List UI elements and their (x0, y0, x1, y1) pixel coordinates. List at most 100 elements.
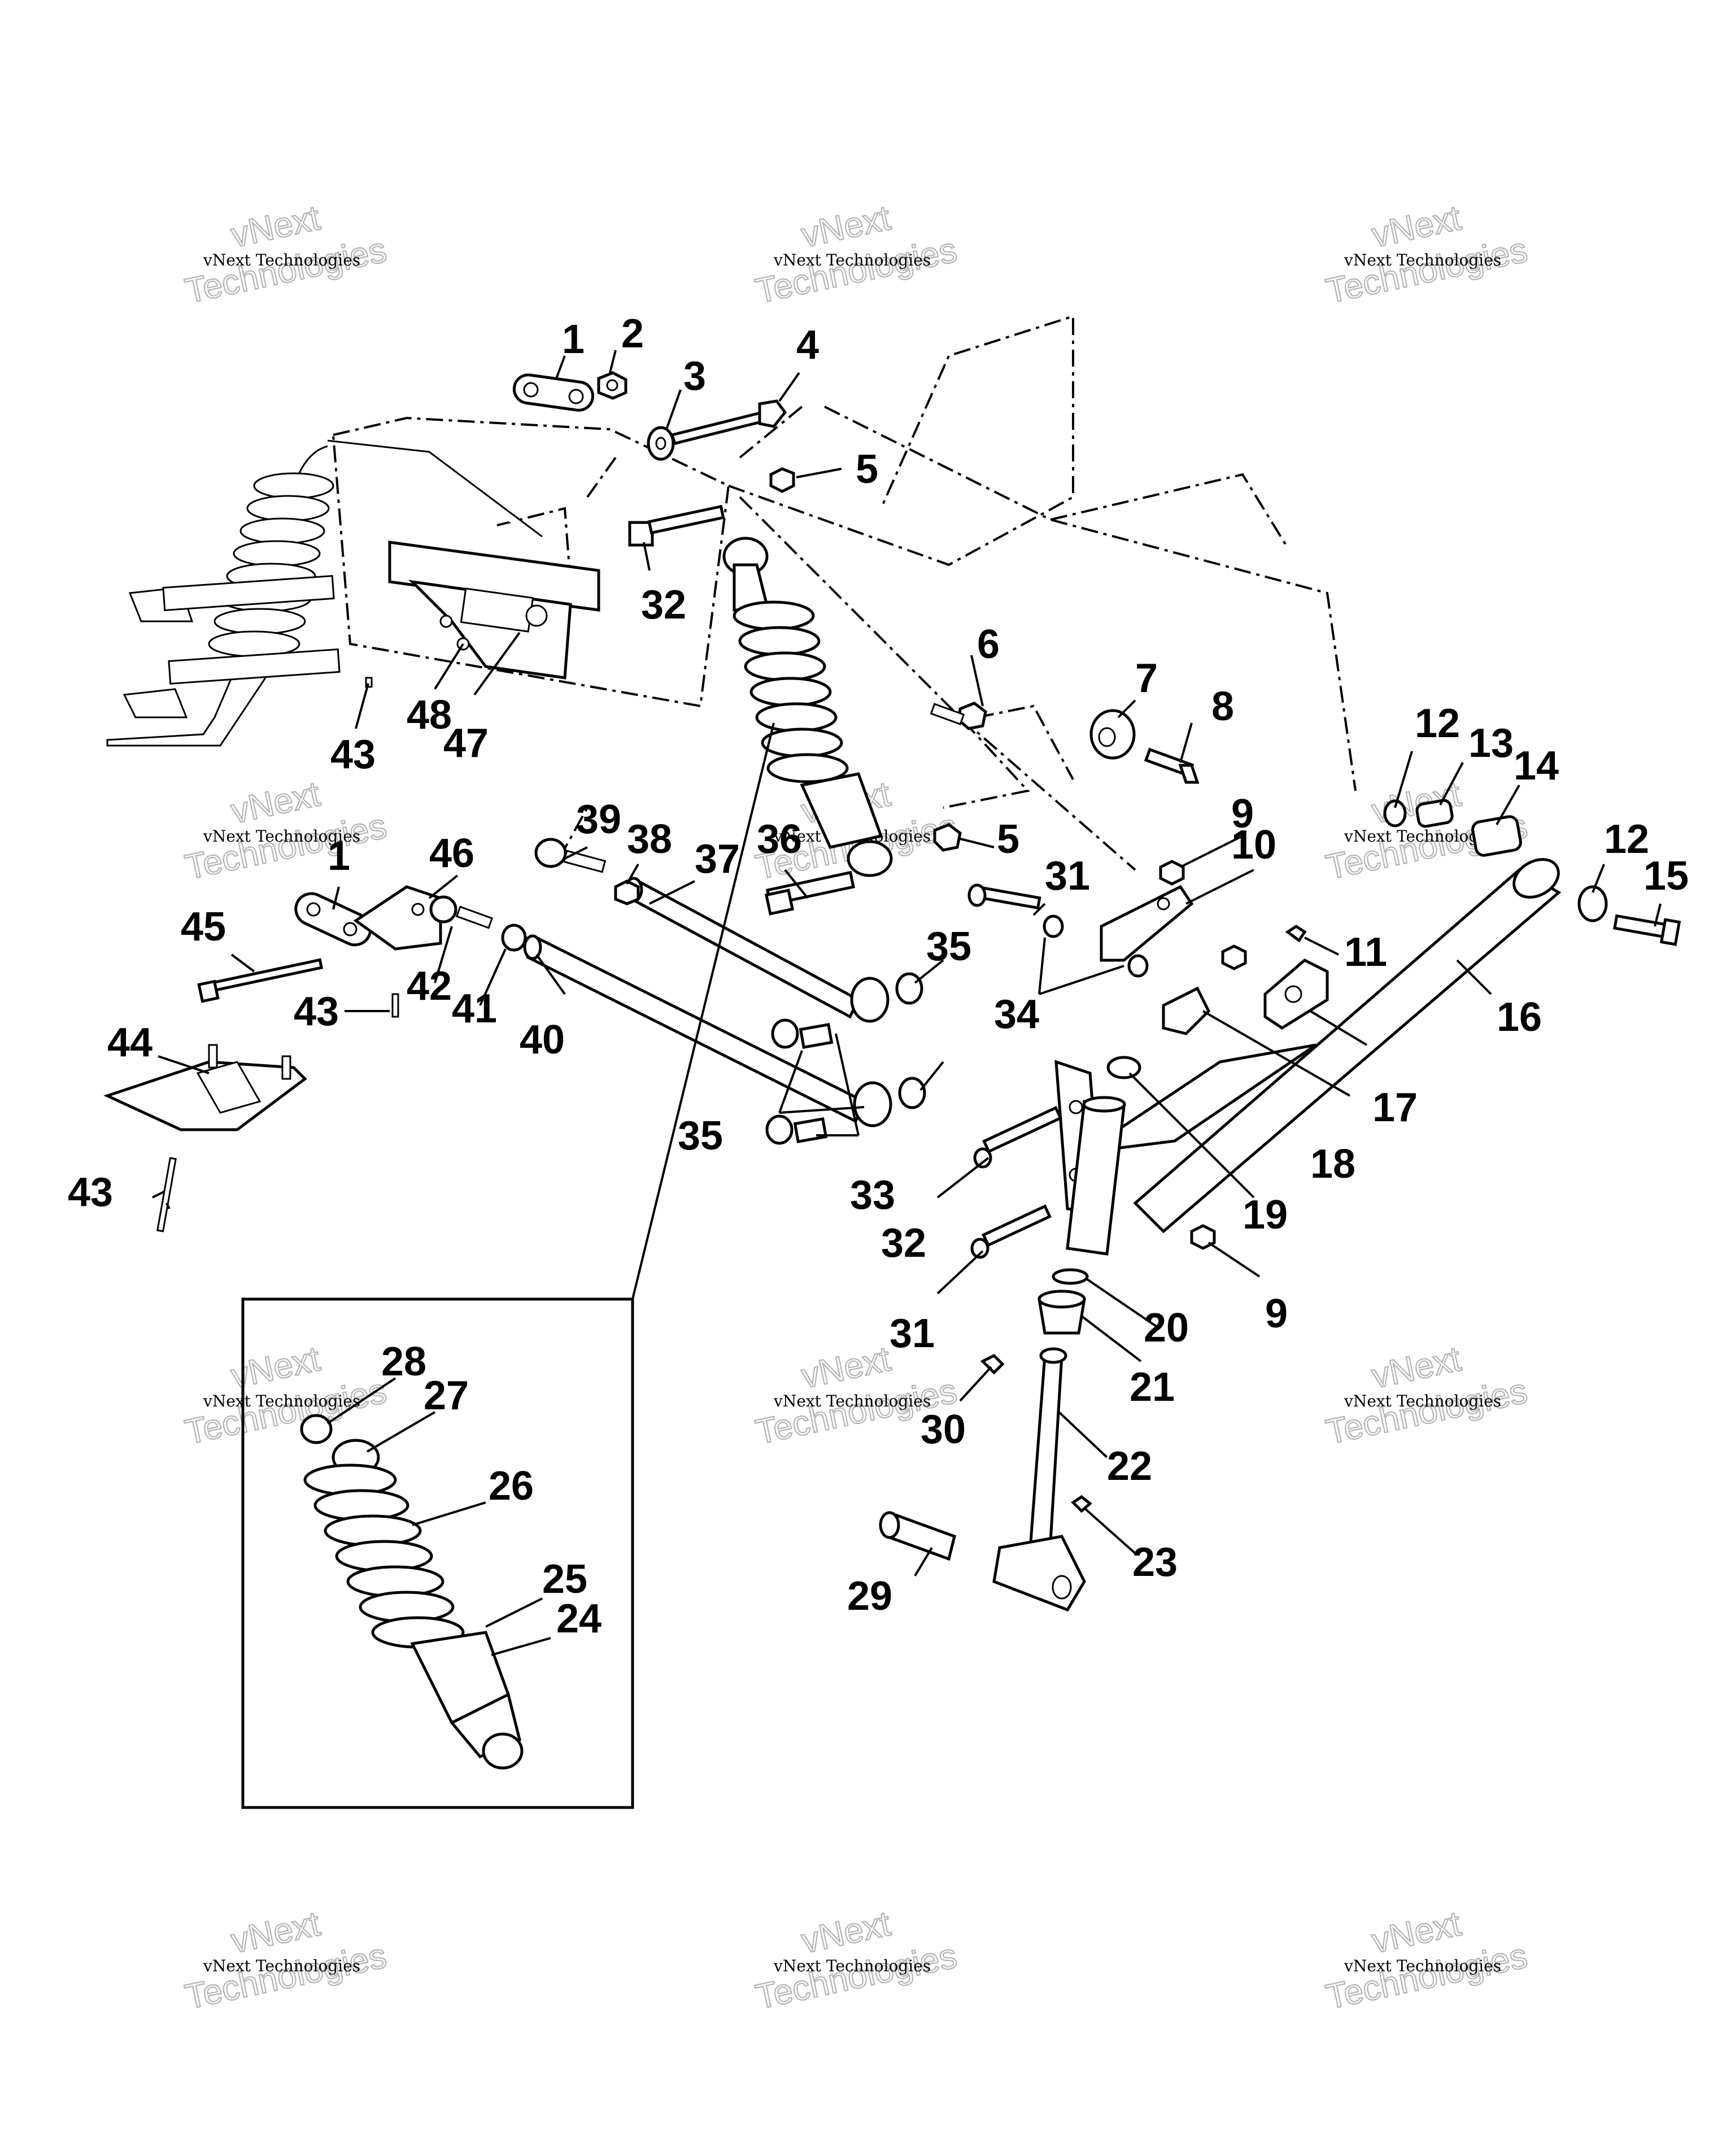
callout-label: 43 (330, 732, 376, 777)
leader-lines (152, 350, 1662, 1656)
bushings (765, 972, 926, 1145)
callout-label: 29 (847, 1574, 892, 1619)
callout-label: 9 (1231, 791, 1254, 837)
detail-box (241, 722, 775, 1809)
fitting-30 (980, 1353, 1005, 1375)
fitting-11 (1285, 924, 1307, 943)
callout-label: 34 (994, 992, 1039, 1037)
watermark: vNext Technologies vNext Technologies (181, 1339, 391, 1453)
callout-label: 27 (424, 1373, 469, 1418)
nut-2 (597, 371, 627, 400)
callout-label: 44 (107, 1020, 152, 1065)
callout-label: 17 (1372, 1085, 1418, 1130)
watermark-small: vNext Technologies (203, 1957, 360, 1975)
callout-label: 8 (1211, 684, 1234, 729)
callout-label: 31 (890, 1311, 935, 1356)
fitting-23 (1071, 1495, 1092, 1513)
callout-label: 43 (68, 1170, 113, 1215)
callout-label: 35 (926, 924, 971, 969)
block-17 (1263, 959, 1329, 1030)
rivets-43 (156, 677, 399, 1232)
watermark-small: vNext Technologies (1344, 1392, 1501, 1410)
plate-18 (1162, 986, 1211, 1035)
bolt-6 (930, 702, 987, 730)
callout-label: 42 (407, 964, 452, 1009)
shock-absorber (722, 537, 893, 877)
watermark: vNext Technologies vNext Technologies (1322, 1904, 1532, 2018)
callout-label: 36 (757, 817, 802, 862)
bolt-4 (670, 399, 787, 445)
watermark-small: vNext Technologies (203, 827, 360, 846)
callout-label: 46 (429, 831, 474, 876)
nut-38 (614, 879, 640, 905)
left-shock-assembly (106, 439, 543, 747)
nut-9 (1159, 860, 1247, 1250)
bolt-31b (970, 1204, 1052, 1259)
callout-label: 12 (1415, 701, 1460, 746)
detail-shock (300, 1414, 524, 1770)
watermark-small: vNext Technologies (203, 1392, 360, 1410)
bolt-32b (973, 1106, 1062, 1169)
nut-41 (501, 924, 527, 952)
callout-label: 47 (443, 721, 489, 766)
watermark-small: vNext Technologies (1344, 1957, 1501, 1975)
watermark: vNext Technologies vNext Technologies (752, 1904, 961, 2018)
callout-label: 40 (520, 1017, 565, 1062)
callout-label: 4 (796, 323, 819, 368)
skid-plate-44 (103, 1044, 307, 1131)
callout-label: 37 (695, 837, 740, 882)
bushing-13 (1415, 799, 1454, 828)
callout-label: 20 (1144, 1305, 1189, 1351)
callout-label: 38 (627, 817, 672, 862)
callout-label: 3 (683, 354, 706, 399)
bolt-31 (967, 883, 1041, 910)
bracket-10 (1100, 885, 1194, 962)
watermark: vNext Technologies vNext Technologies (181, 1904, 391, 2018)
callout-label: 5 (856, 447, 878, 492)
callout-label: 43 (294, 989, 339, 1034)
left-spring-coils (208, 472, 334, 657)
link-plate-1 (512, 373, 595, 412)
callout-label: 32 (641, 582, 686, 628)
bracket-46 (353, 885, 442, 951)
callout-label: 9 (1265, 1291, 1288, 1336)
nut-5 (769, 467, 795, 493)
watermark-small: vNext Technologies (1344, 251, 1501, 269)
callout-label: 18 (1310, 1142, 1355, 1187)
bolt-15 (1612, 914, 1681, 946)
chassis-phantom (332, 315, 1357, 871)
bushing-21 (1037, 1290, 1086, 1335)
watermark: vNext Technologies vNext Technologies (1322, 198, 1532, 312)
watermark-small: vNext Technologies (773, 1957, 931, 1975)
grommet-7 (1089, 709, 1136, 760)
callout-label: 6 (977, 622, 1000, 667)
link-plate-1b (294, 892, 372, 947)
watermark: vNext Technologies vNext Technologies (181, 198, 391, 312)
bolt-45 (197, 958, 324, 1003)
callout-label: 41 (452, 986, 497, 1031)
callout-label: 12 (1604, 817, 1649, 862)
callout-label: 21 (1130, 1365, 1175, 1410)
washer-3 (647, 426, 675, 461)
callout-label: 45 (181, 904, 226, 949)
pin-8 (1144, 747, 1200, 784)
watermark: vNext Technologies vNext Technologies (1322, 1339, 1532, 1453)
watermark-small: vNext Technologies (773, 1392, 931, 1410)
callout-label: 26 (489, 1464, 534, 1509)
callout-label: 35 (678, 1113, 723, 1158)
callout-label: 16 (1497, 995, 1542, 1040)
callout-label: 1 (562, 317, 585, 362)
callout-label: 10 (1231, 822, 1276, 868)
callout-label: 30 (921, 1407, 966, 1452)
callout-label: 22 (1107, 1444, 1152, 1489)
callout-label: 31 (1045, 853, 1090, 899)
callout-label: 1 (328, 834, 350, 879)
watermark: vNext Technologies vNext Technologies (752, 198, 961, 312)
bolt-32 (628, 504, 725, 547)
watermark: vNext Technologies vNext Technologies (181, 774, 391, 888)
rod-end-42 (429, 895, 494, 929)
callout-label: 13 (1468, 721, 1514, 766)
steering-tube (1066, 1056, 1141, 1256)
callout-label: 19 (1243, 1192, 1288, 1238)
